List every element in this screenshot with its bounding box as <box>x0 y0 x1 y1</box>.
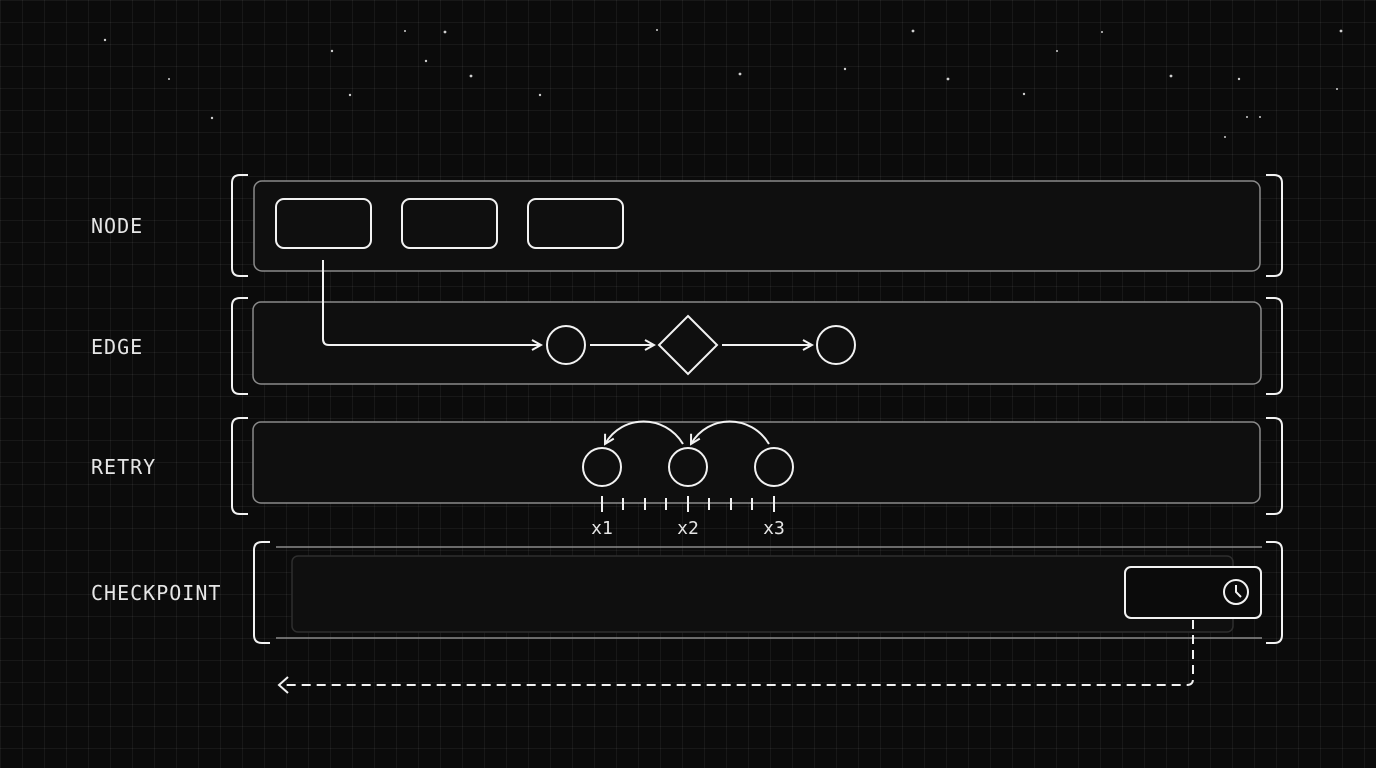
restore-arrowhead <box>277 676 289 694</box>
bracket-right-node <box>1266 174 1283 277</box>
edge-state-circle-2 <box>816 325 856 365</box>
node-lane-panel <box>253 180 1261 272</box>
diamond-decision-icon <box>657 314 719 376</box>
bracket-left-retry <box>231 417 248 515</box>
edge-state-circle-1 <box>546 325 586 365</box>
bracket-left-node <box>231 174 248 277</box>
node-box-3 <box>527 198 624 249</box>
retry-attempt-circle-2 <box>668 447 708 487</box>
edge-connector-from-node <box>322 260 541 345</box>
edge-row <box>231 260 1283 395</box>
row-label-node: NODE <box>91 214 144 238</box>
checkpoint-box <box>1124 566 1262 619</box>
bracket-right-checkpoint <box>1266 541 1283 644</box>
retry-row: x1 x2 x3 <box>231 417 1283 539</box>
node-row <box>231 174 1283 277</box>
retry-tick-label-x2: x2 <box>677 518 699 539</box>
node-box-2 <box>401 198 498 249</box>
star-field <box>103 29 1343 138</box>
checkpoint-lane-panel <box>291 555 1234 633</box>
retry-loop-arrow-2 <box>691 420 770 445</box>
bracket-right-edge <box>1266 297 1283 395</box>
bracket-left-edge <box>231 297 248 395</box>
bracket-left-checkpoint <box>253 541 270 644</box>
row-label-retry: RETRY <box>91 455 157 479</box>
retry-attempt-circle-3 <box>754 447 794 487</box>
checkpoint-row <box>253 541 1283 694</box>
node-box-1 <box>275 198 372 249</box>
row-label-edge: EDGE <box>91 335 144 359</box>
retry-tick-label-x3: x3 <box>763 518 785 539</box>
retry-tick-label-x1: x1 <box>591 518 613 539</box>
retry-tick-ruler <box>601 496 775 512</box>
checkpoint-restore-dashed-arrow <box>282 620 1194 686</box>
edge-lane-panel <box>252 301 1262 385</box>
retry-loop-arrow-1 <box>605 420 684 445</box>
row-label-checkpoint: CHECKPOINT <box>91 581 222 605</box>
retry-attempt-circle-1 <box>582 447 622 487</box>
bracket-right-retry <box>1266 417 1283 515</box>
clock-icon <box>1223 579 1249 605</box>
